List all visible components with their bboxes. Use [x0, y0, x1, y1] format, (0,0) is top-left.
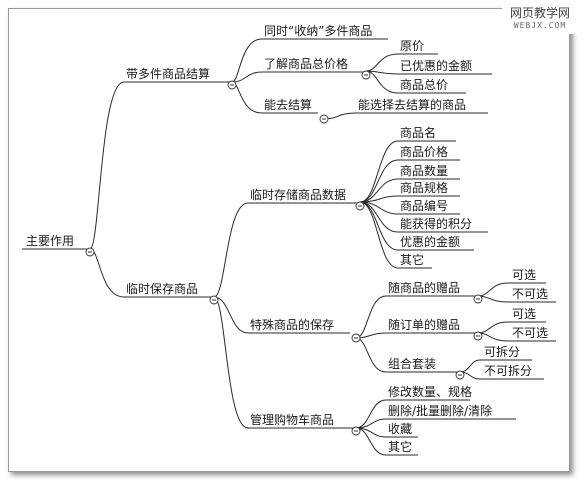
- connector-g1-c1: [477, 295, 509, 303]
- collapse-toggle-icon[interactable]: [355, 201, 365, 211]
- collapse-toggle-icon[interactable]: [351, 333, 361, 343]
- connector-special-g1: [355, 295, 387, 339]
- connector-store-c2: [359, 178, 399, 203]
- collapse-toggle-icon[interactable]: [209, 295, 219, 305]
- connector-g2-c1: [477, 332, 509, 342]
- node-product-gift[interactable]: 随商品的赠品: [388, 280, 460, 295]
- node-temp-store[interactable]: 临时存储商品数据: [250, 187, 346, 202]
- connector-root-b2: [89, 248, 125, 298]
- leaf-node[interactable]: 修改数量、规格: [388, 384, 472, 399]
- root-node[interactable]: 主要作用: [26, 234, 74, 248]
- connector-g2-c0: [477, 321, 509, 334]
- collapse-toggle-icon[interactable]: [319, 114, 329, 124]
- watermark-url: WEBJX.COM: [513, 21, 567, 30]
- node-manage-cart[interactable]: 管理购物车商品: [250, 412, 334, 427]
- leaf-node[interactable]: 可选: [512, 268, 536, 282]
- connector-price-c0: [365, 53, 399, 72]
- leaf-node[interactable]: 商品规格: [400, 180, 448, 195]
- underlines: [22, 38, 556, 456]
- watermark-title: 网页教学网: [509, 6, 570, 20]
- connector-b1-price: [231, 71, 263, 83]
- connector-root-b1: [89, 81, 125, 250]
- leaf-node[interactable]: 商品名: [400, 125, 436, 140]
- collapse-toggle-icon[interactable]: [85, 247, 95, 257]
- collapse-toggle-icon[interactable]: [351, 426, 361, 436]
- node-go-checkout[interactable]: 能去结算: [264, 97, 312, 112]
- connector-manage-c0: [355, 399, 387, 429]
- connector-b2-special: [213, 296, 249, 334]
- connector-store-c7: [359, 201, 399, 269]
- diagram-frame: [8, 8, 570, 472]
- leaf-node[interactable]: 不可选: [512, 287, 548, 301]
- leaf-node[interactable]: 能获得的积分: [400, 216, 472, 231]
- leaf-node[interactable]: 已优惠的金额: [400, 58, 472, 73]
- leaf-node[interactable]: 商品编号: [400, 198, 448, 213]
- collapse-toggle-icon[interactable]: [455, 370, 465, 380]
- leaf-node[interactable]: 其它: [388, 439, 412, 454]
- leaf-node[interactable]: 商品数量: [400, 163, 448, 178]
- watermark-logo: 网页教学网 WEBJX.COM: [502, 6, 578, 34]
- node-order-gift[interactable]: 随订单的赠品: [388, 317, 460, 332]
- node-total-price[interactable]: 了解商品总价格: [264, 56, 348, 71]
- node-hold-multiple[interactable]: 同时“收纳”多件商品: [264, 23, 372, 38]
- leaf-node[interactable]: 不可拆分: [484, 363, 532, 378]
- branch-node-checkout[interactable]: 带多件商品结算: [126, 66, 210, 81]
- connector-g3-c0: [459, 359, 481, 373]
- collapse-toggle-icon[interactable]: [473, 294, 483, 304]
- leaf-node[interactable]: 不可选: [512, 326, 548, 340]
- connector-settle-c0: [323, 112, 357, 120]
- connector-special-g3: [355, 337, 387, 373]
- connector-store-c6: [359, 201, 399, 251]
- node-special-save[interactable]: 特殊商品的保存: [250, 317, 334, 332]
- connector-store-c1: [359, 159, 399, 203]
- leaf-node[interactable]: 优惠的金额: [400, 234, 460, 249]
- leaf-node[interactable]: 收藏: [388, 422, 412, 436]
- connector-b2-store: [213, 202, 249, 298]
- leaf-node[interactable]: 能选择去结算的商品: [358, 97, 466, 112]
- collapse-toggle-icon[interactable]: [473, 331, 483, 341]
- connector-b1-multi: [231, 38, 263, 83]
- collapse-toggle-icon[interactable]: [227, 80, 237, 90]
- leaf-node[interactable]: 商品价格: [400, 144, 448, 159]
- connector-g1-c0: [477, 282, 509, 297]
- collapse-toggle-icon[interactable]: [361, 70, 371, 80]
- node-bundle[interactable]: 组合套装: [388, 356, 436, 371]
- leaf-node[interactable]: 可选: [512, 307, 536, 321]
- leaf-node[interactable]: 删除/批量删除/清除: [388, 403, 492, 418]
- leaf-node[interactable]: 原价: [400, 39, 424, 53]
- leaf-node[interactable]: 可拆分: [484, 344, 520, 359]
- branch-node-temp-save[interactable]: 临时保存商品: [126, 281, 198, 296]
- leaf-node[interactable]: 商品总价: [400, 77, 448, 92]
- connector-b1-settle: [231, 81, 263, 114]
- connector-store-c0: [359, 140, 399, 203]
- leaf-node[interactable]: 其它: [400, 252, 424, 267]
